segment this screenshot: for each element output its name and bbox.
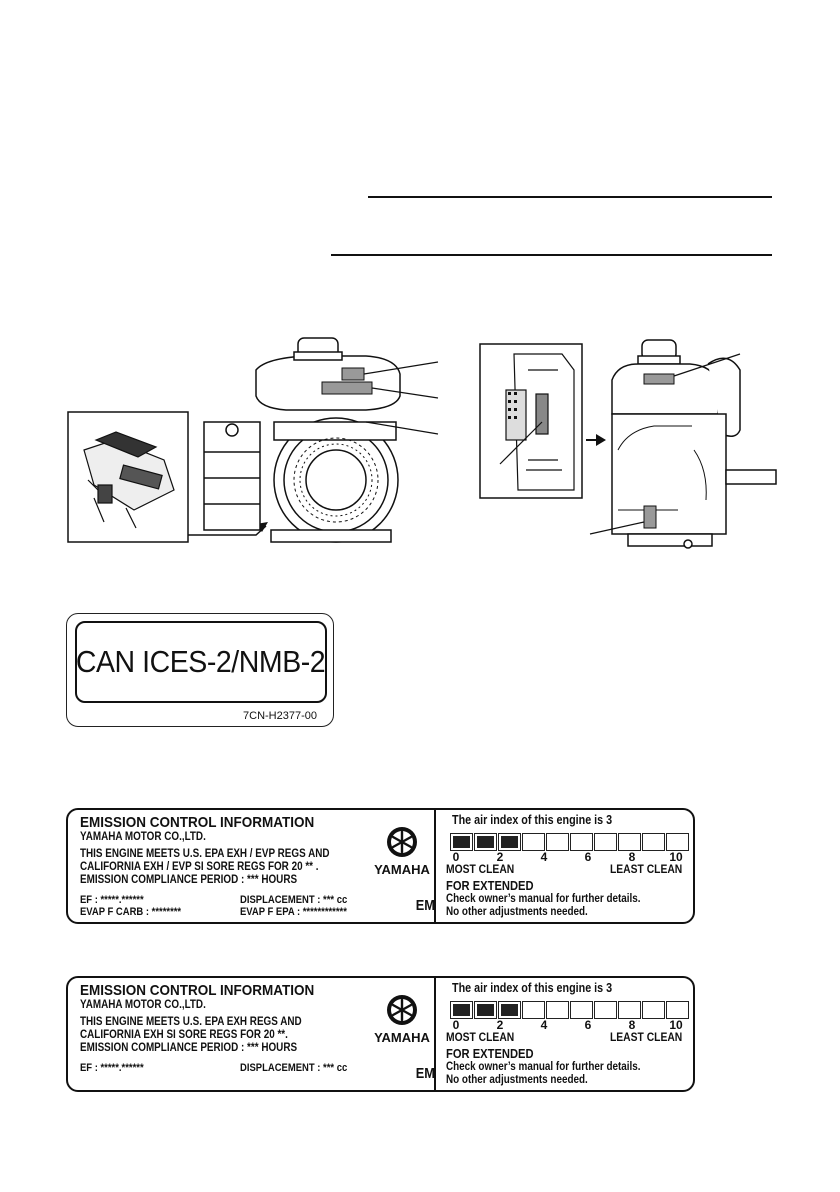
yamaha-brand: YAMAHA (374, 1030, 430, 1045)
air-index-box (498, 1001, 521, 1019)
label-marker-top (643, 373, 675, 385)
can-ices-label: CAN ICES-2/NMB-2 7CN-H2377-00 (66, 613, 334, 727)
evap-epa-value: EVAP F EPA : ************ (240, 906, 347, 918)
ef-value: EF : *****.****** (80, 894, 144, 906)
least-clean-label: LEAST CLEAN (610, 1030, 683, 1044)
can-ices-label-frame: CAN ICES-2/NMB-2 (75, 621, 327, 703)
for-extended-heading: FOR EXTENDED (446, 878, 534, 893)
air-index-box (642, 833, 665, 851)
scale-tick-label: 0 (452, 1018, 460, 1032)
air-index-box (666, 833, 689, 851)
engine-figure-left (67, 337, 439, 543)
emission-info-panel: EMISSION CONTROL INFORMATION YAMAHA MOTO… (80, 814, 435, 918)
air-index-box (546, 1001, 569, 1019)
yamaha-brand: YAMAHA (374, 862, 430, 877)
emission-info-panel: EMISSION CONTROL INFORMATION YAMAHA MOTO… (80, 982, 435, 1086)
scale-tick-label: 6 (584, 1018, 592, 1032)
scale-tick-label: 10 (669, 1018, 683, 1032)
em-mark: EM (415, 1065, 435, 1082)
scale-ticks: 0 2 4 6 8 10 (448, 1018, 684, 1032)
regs-line-2: CALIFORNIA EXH SI SORE REGS FOR 20 **. (80, 1029, 288, 1041)
air-index-scale (450, 1001, 690, 1019)
scale-tick-label: 2 (496, 850, 504, 864)
label-divider (434, 810, 436, 922)
header-rule-top (368, 196, 772, 198)
scale-tick-label: 2 (496, 1018, 504, 1032)
least-clean-label: LEAST CLEAN (610, 862, 683, 876)
header-rule-bottom (331, 254, 772, 256)
air-index-box (450, 833, 473, 851)
label-marker-side (643, 505, 657, 529)
compliance-period: EMISSION COMPLIANCE PERIOD : *** HOURS (80, 874, 298, 886)
yamaha-logo: YAMAHA (374, 827, 431, 877)
note-no-adjustments: No other adjustments needed. (446, 1074, 588, 1086)
air-index-box (522, 833, 545, 851)
scale-tick-label: 4 (540, 850, 548, 864)
air-index-box (474, 833, 497, 851)
emission-label-1: EMISSION CONTROL INFORMATION YAMAHA MOTO… (66, 808, 695, 924)
label-marker-tank-small (341, 367, 365, 381)
regs-line-2: CALIFORNIA EXH / EVP SI SORE REGS FOR 20… (80, 861, 319, 873)
em-mark: EM (415, 897, 435, 914)
air-index-box (474, 1001, 497, 1019)
air-index-box (498, 833, 521, 851)
displacement-value: DISPLACEMENT : *** cc (240, 1062, 348, 1074)
most-clean-label: MOST CLEAN (446, 1030, 515, 1044)
air-index-box (522, 1001, 545, 1019)
company-name: YAMAHA MOTOR CO.,LTD. (80, 831, 206, 843)
compliance-period: EMISSION COMPLIANCE PERIOD : *** HOURS (80, 1042, 298, 1054)
air-index-box (450, 1001, 473, 1019)
displacement-value: DISPLACEMENT : *** cc (240, 894, 348, 906)
air-index-box (618, 1001, 641, 1019)
engine-figure-right (479, 339, 777, 549)
air-index-box (546, 833, 569, 851)
for-extended-heading: FOR EXTENDED (446, 1046, 534, 1061)
company-name: YAMAHA MOTOR CO.,LTD. (80, 999, 206, 1011)
note-no-adjustments: No other adjustments needed. (446, 906, 588, 918)
air-index-box (570, 833, 593, 851)
can-ices-part-code: 7CN-H2377-00 (243, 710, 317, 722)
scale-tick-label: 4 (540, 1018, 548, 1032)
air-index-box (618, 833, 641, 851)
yamaha-logo: YAMAHA (374, 995, 431, 1045)
air-index-box (594, 1001, 617, 1019)
label-marker-tank-wide (321, 381, 373, 395)
air-index-box (666, 1001, 689, 1019)
label-divider (434, 978, 436, 1090)
scale-ticks: 0 2 4 6 8 10 (448, 850, 684, 864)
note-check-manual: Check owner’s manual for further details… (446, 893, 641, 905)
most-clean-label: MOST CLEAN (446, 862, 515, 876)
air-index-panel: The air index of this engine is 3 0 2 4 6 8 1… (442, 813, 690, 918)
scale-tick-label: 10 (669, 850, 683, 864)
can-ices-text: CAN ICES-2/NMB-2 (76, 644, 326, 679)
air-index-panel: The air index of this engine is 3 0 2 4 6 8 1… (442, 981, 690, 1086)
note-check-manual: Check owner’s manual for further details… (446, 1061, 641, 1073)
evap-carb-value: EVAP F CARB : ******** (80, 906, 182, 918)
emission-title: EMISSION CONTROL INFORMATION (80, 982, 315, 999)
scale-tick-label: 6 (584, 850, 592, 864)
air-index-title: The air index of this engine is 3 (452, 981, 613, 995)
emission-label-2: EMISSION CONTROL INFORMATION YAMAHA MOTO… (66, 976, 695, 1092)
air-index-title: The air index of this engine is 3 (452, 813, 613, 827)
air-index-scale (450, 833, 690, 851)
ef-value: EF : *****.****** (80, 1062, 144, 1074)
regs-line-1: THIS ENGINE MEETS U.S. EPA EXH / EVP REG… (80, 848, 330, 860)
air-index-box (570, 1001, 593, 1019)
regs-line-1: THIS ENGINE MEETS U.S. EPA EXH REGS AND (80, 1016, 302, 1028)
air-index-box (594, 833, 617, 851)
scale-tick-label: 8 (628, 1018, 636, 1032)
emission-title: EMISSION CONTROL INFORMATION (80, 814, 315, 831)
scale-tick-label: 8 (628, 850, 636, 864)
scale-tick-label: 0 (452, 850, 460, 864)
air-index-box (642, 1001, 665, 1019)
